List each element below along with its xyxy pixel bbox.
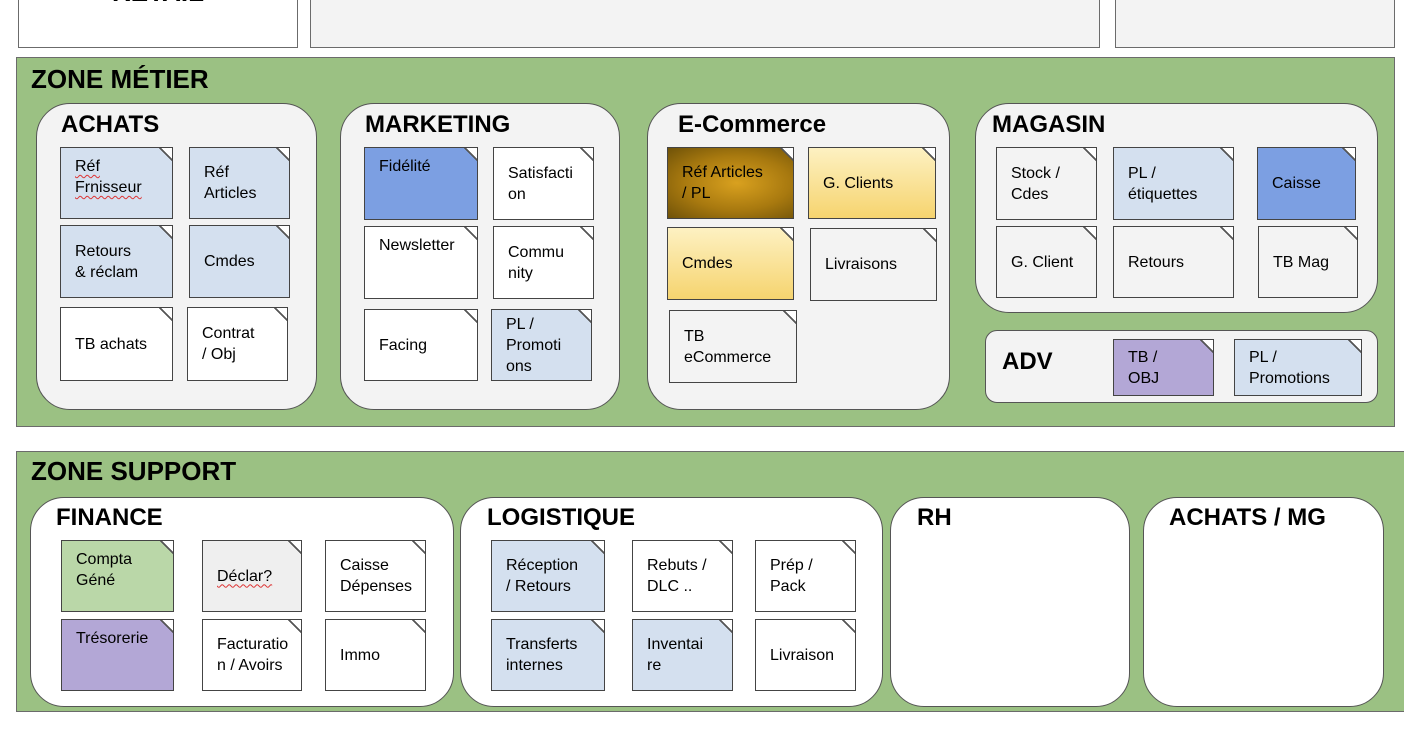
card-contrat-obj[interactable]: Contrat / Obj bbox=[187, 307, 288, 381]
retail-label: RETAIL bbox=[19, 0, 297, 8]
card-transferts-internes[interactable]: Transferts internes bbox=[491, 619, 605, 691]
card-label: Contrat / Obj bbox=[202, 325, 255, 363]
card-label: TB Mag bbox=[1273, 253, 1330, 271]
card-label: Cmdes bbox=[682, 255, 733, 272]
card-pl-etiquettes[interactable]: PL / étiquettes bbox=[1113, 147, 1234, 220]
card-newsletter[interactable]: Newsletter bbox=[364, 226, 478, 299]
card-g-client[interactable]: G. Client bbox=[996, 226, 1097, 298]
top-middle-box bbox=[310, 0, 1100, 48]
card-rebuts-dlc[interactable]: Rebuts / DLC .. bbox=[632, 540, 733, 612]
card-livraisons[interactable]: Livraisons bbox=[810, 228, 937, 301]
card-label: Réf Articles bbox=[204, 164, 257, 202]
card-label: Trésorerie bbox=[76, 630, 149, 647]
card-label: TB eCommerce bbox=[684, 327, 772, 366]
group-achats-mg-title: ACHATS / MG bbox=[1169, 504, 1326, 531]
card-label: Satisfacti on bbox=[508, 164, 573, 203]
card-satisfaction[interactable]: Satisfacti on bbox=[493, 147, 594, 220]
card-label: Transferts internes bbox=[506, 636, 578, 674]
zone-metier-title: ZONE MÉTIER bbox=[31, 64, 209, 94]
card-label: TB achats bbox=[75, 335, 148, 353]
card-label: Retours bbox=[1128, 253, 1185, 271]
card-label: Facturatio n / Avoirs bbox=[217, 636, 289, 674]
card-cmdes[interactable]: Cmdes bbox=[189, 225, 290, 298]
card-stock-cdes[interactable]: Stock / Cdes bbox=[996, 147, 1097, 220]
card-ref-fournisseur[interactable]: Réf Frnisseur bbox=[60, 147, 173, 219]
card-reception-retours[interactable]: Réception / Retours bbox=[491, 540, 605, 612]
card-tb-ecommerce[interactable]: TB eCommerce bbox=[669, 310, 797, 383]
group-rh-title: RH bbox=[917, 504, 952, 531]
group-rh: RH bbox=[890, 497, 1130, 707]
group-magasin-title: MAGASIN bbox=[992, 111, 1106, 138]
group-adv-title: ADV bbox=[1002, 348, 1053, 375]
card-pl-promotions[interactable]: PL / Promoti ons bbox=[491, 309, 592, 381]
card-adv-pl-promotions[interactable]: PL / Promotions bbox=[1234, 339, 1362, 396]
card-caisse-depenses[interactable]: Caisse Dépenses bbox=[325, 540, 426, 612]
card-label: Cmdes bbox=[204, 253, 255, 270]
card-retours-reclam[interactable]: Retours & réclam bbox=[60, 225, 173, 298]
card-tb-obj[interactable]: TB / OBJ bbox=[1113, 339, 1214, 396]
card-prep-pack[interactable]: Prép / Pack bbox=[755, 540, 856, 612]
group-marketing-title: MARKETING bbox=[365, 111, 511, 138]
card-community[interactable]: Commu nity bbox=[493, 226, 594, 299]
zone-support-title: ZONE SUPPORT bbox=[31, 456, 237, 486]
card-caisse[interactable]: Caisse bbox=[1257, 147, 1356, 220]
card-label: PL / Promotions bbox=[1249, 348, 1330, 387]
card-g-clients[interactable]: G. Clients bbox=[808, 147, 936, 219]
card-fidelite[interactable]: Fidélité bbox=[364, 147, 478, 220]
card-label: Livraisons bbox=[825, 256, 898, 273]
card-label: Rebuts / DLC .. bbox=[647, 557, 707, 595]
group-magasin: MAGASIN Stock / Cdes PL / étiquettes Cai… bbox=[975, 103, 1378, 313]
group-logistique: LOGISTIQUE Réception / Retours Rebuts / … bbox=[460, 497, 883, 707]
group-logistique-title: LOGISTIQUE bbox=[487, 504, 636, 531]
card-label: Fidélité bbox=[379, 158, 431, 175]
group-ecommerce: E-Commerce Réf Articles / PL G. Clients … bbox=[647, 103, 950, 410]
card-label: Immo bbox=[340, 646, 380, 664]
group-achats-title: ACHATS bbox=[61, 111, 160, 138]
card-inventaire[interactable]: Inventai re bbox=[632, 619, 733, 691]
group-adv: ADV TB / OBJ PL / Promotions bbox=[985, 330, 1378, 403]
top-right-box bbox=[1115, 0, 1395, 48]
card-label: Livraison bbox=[770, 646, 835, 664]
card-compta-gene[interactable]: Compta Géné bbox=[61, 540, 174, 612]
card-label: Commu nity bbox=[508, 243, 565, 282]
card-label: TB / OBJ bbox=[1128, 348, 1160, 387]
card-label: Déclar? bbox=[217, 567, 273, 585]
card-label: G. Clients bbox=[823, 174, 894, 192]
card-label: Prép / Pack bbox=[770, 557, 813, 595]
card-label: Inventai re bbox=[647, 636, 704, 674]
card-tb-mag[interactable]: TB Mag bbox=[1258, 226, 1358, 298]
retail-box: RETAIL bbox=[18, 0, 298, 48]
card-label: Réf Frnisseur bbox=[75, 158, 142, 196]
card-label: Stock / Cdes bbox=[1011, 164, 1060, 203]
card-label: Newsletter bbox=[379, 237, 455, 254]
card-label: Réception / Retours bbox=[506, 557, 579, 595]
group-achats: ACHATS Réf Frnisseur Réf Articles Retour… bbox=[36, 103, 317, 410]
card-livraison[interactable]: Livraison bbox=[755, 619, 856, 691]
group-finance-title: FINANCE bbox=[56, 504, 163, 531]
group-marketing: MARKETING Fidélité Satisfacti on Newslet… bbox=[340, 103, 620, 410]
group-finance: FINANCE Compta Géné Déclar? Caisse Dépen… bbox=[30, 497, 454, 707]
card-label: Caisse bbox=[1272, 175, 1321, 192]
card-ref-articles[interactable]: Réf Articles bbox=[189, 147, 290, 219]
card-label: Retours & réclam bbox=[75, 242, 139, 281]
card-magasin-retours[interactable]: Retours bbox=[1113, 226, 1234, 298]
card-tresorerie[interactable]: Trésorerie bbox=[61, 619, 174, 691]
card-label: Réf Articles / PL bbox=[682, 164, 763, 202]
card-label: G. Client bbox=[1011, 253, 1074, 271]
card-label: PL / Promoti ons bbox=[506, 315, 562, 375]
card-facing[interactable]: Facing bbox=[364, 309, 478, 381]
card-immo[interactable]: Immo bbox=[325, 619, 426, 691]
group-achats-mg: ACHATS / MG bbox=[1143, 497, 1384, 707]
group-ecommerce-title: E-Commerce bbox=[678, 111, 827, 138]
card-facturation-avoirs[interactable]: Facturatio n / Avoirs bbox=[202, 619, 302, 691]
card-label: PL / étiquettes bbox=[1128, 164, 1198, 203]
card-ecommerce-cmdes[interactable]: Cmdes bbox=[667, 227, 794, 300]
card-declar[interactable]: Déclar? bbox=[202, 540, 302, 612]
card-tb-achats[interactable]: TB achats bbox=[60, 307, 173, 381]
card-label: Facing bbox=[379, 336, 428, 354]
card-label: Caisse Dépenses bbox=[340, 557, 413, 595]
card-ref-articles-pl[interactable]: Réf Articles / PL bbox=[667, 147, 794, 219]
card-label: Compta Géné bbox=[76, 551, 133, 589]
